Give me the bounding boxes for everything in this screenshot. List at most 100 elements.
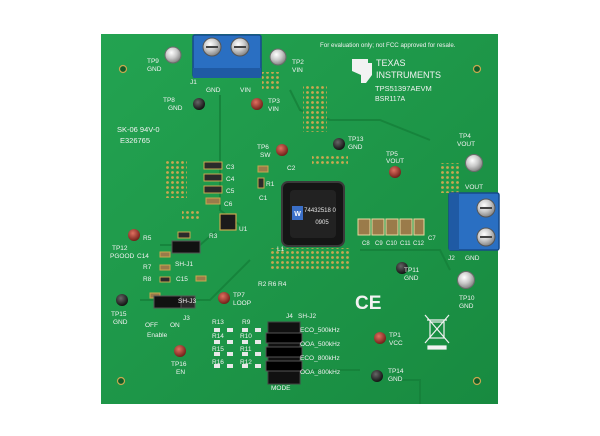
label-tp15: TP15 bbox=[111, 311, 127, 318]
label-tp3-net: VIN bbox=[268, 106, 279, 113]
label-tp11: TP11 bbox=[404, 267, 419, 274]
label-sh-j3: SH-J3 bbox=[178, 298, 196, 305]
label-mode-ooa-500: OOA_500kHz bbox=[300, 341, 340, 348]
label-tp3: TP3 bbox=[268, 98, 280, 105]
ce-mark: CE bbox=[355, 293, 381, 314]
passives-left bbox=[149, 161, 269, 299]
label-tp14: TP14 bbox=[388, 368, 404, 375]
tp13-post bbox=[333, 138, 345, 150]
label-tp1-net: VCC bbox=[389, 340, 403, 347]
tp14-post bbox=[371, 370, 383, 382]
label-r10: R10 bbox=[240, 333, 252, 340]
label-j2: J2 bbox=[448, 255, 455, 262]
label-tp16-net: EN bbox=[176, 369, 185, 376]
label-sh-j1: SH-J1 bbox=[175, 261, 193, 268]
label-vout-terminal: VOUT bbox=[465, 184, 483, 191]
label-tp13-net: GND bbox=[348, 144, 363, 151]
label-tp6: TP6 bbox=[257, 144, 269, 151]
label-r7: R7 bbox=[143, 264, 152, 271]
label-tp16: TP16 bbox=[171, 361, 187, 368]
sh-j1-jumper bbox=[171, 240, 201, 254]
label-c10: C10 bbox=[386, 241, 398, 247]
label-r16: R16 bbox=[212, 359, 224, 366]
u1-ic bbox=[219, 213, 237, 231]
tp12-post bbox=[128, 229, 140, 241]
tp9-post bbox=[164, 46, 182, 64]
label-tp7-net: LOOP bbox=[233, 300, 251, 307]
tp1-post bbox=[374, 332, 386, 344]
label-mode-ooa-800: OOA_800kHz bbox=[300, 369, 340, 376]
label-j1-gnd: GND bbox=[206, 87, 221, 94]
label-j2-net: GND bbox=[465, 255, 480, 262]
test-points bbox=[116, 46, 483, 382]
label-r5: R5 bbox=[143, 235, 152, 242]
label-tp4: TP4 bbox=[459, 133, 471, 140]
tp7-post bbox=[218, 292, 230, 304]
tp3-post bbox=[251, 98, 263, 110]
label-r4: R4 bbox=[278, 281, 287, 288]
label-c15: C15 bbox=[176, 276, 188, 283]
tp8-post bbox=[193, 98, 205, 110]
j4-header bbox=[265, 321, 303, 385]
label-j1: J1 bbox=[190, 79, 197, 86]
label-sh-j2: SH-J2 bbox=[298, 313, 316, 320]
label-c4: C4 bbox=[226, 176, 235, 183]
label-c14: C14 bbox=[137, 253, 149, 260]
label-j4: J4 bbox=[286, 313, 293, 320]
label-j3: J3 bbox=[183, 315, 190, 322]
label-tp12-net: PGOOD bbox=[110, 253, 135, 260]
label-tp5: TP5 bbox=[386, 151, 398, 158]
label-c3: C3 bbox=[226, 164, 235, 171]
label-tp2: TP2 bbox=[292, 59, 304, 66]
label-tp15-net: GND bbox=[113, 319, 128, 326]
j1-terminal-block bbox=[192, 34, 262, 78]
label-tp14-net: GND bbox=[388, 376, 403, 383]
label-r3: R3 bbox=[209, 233, 218, 240]
tp16-post bbox=[174, 345, 186, 357]
label-mode-eco-800: ECO_800kHz bbox=[300, 355, 340, 362]
l1-inductor: W bbox=[281, 181, 345, 247]
label-tp4-net: VOUT bbox=[457, 141, 475, 148]
ti-logo-icon bbox=[352, 59, 372, 83]
label-mode: MODE bbox=[271, 385, 291, 392]
tp4-post bbox=[465, 154, 483, 172]
j2-terminal-block bbox=[448, 192, 500, 251]
label-tp8-net: GND bbox=[168, 105, 183, 112]
label-tp12: TP12 bbox=[112, 245, 128, 252]
tp5-post bbox=[389, 166, 401, 178]
sh-j3-jumper bbox=[153, 295, 196, 309]
label-r12: R12 bbox=[240, 359, 252, 366]
label-off: OFF bbox=[145, 322, 158, 329]
label-tp5-net: VOUT bbox=[386, 158, 404, 165]
label-r6: R6 bbox=[268, 281, 277, 288]
tp10-post bbox=[457, 271, 475, 289]
ul-mark: SK-06 94V-0 bbox=[117, 125, 160, 134]
label-tp8: TP8 bbox=[163, 97, 175, 104]
label-tp9-net: GND bbox=[147, 66, 162, 73]
label-on: ON bbox=[170, 322, 180, 329]
label-r15: R15 bbox=[212, 346, 224, 353]
label-c11: C11 bbox=[400, 241, 411, 247]
label-tp2-net: VIN bbox=[292, 67, 303, 74]
resistor-pads bbox=[214, 328, 261, 368]
weee-bin-icon bbox=[424, 314, 450, 350]
tp6-post bbox=[276, 144, 288, 156]
tp15-post bbox=[116, 294, 128, 306]
disclaimer-text: For evaluation only; not FCC approved fo… bbox=[320, 42, 456, 49]
part-number: TPS51397AEVM bbox=[375, 84, 432, 93]
tp2-post bbox=[269, 48, 287, 66]
label-tp11-net: GND bbox=[404, 275, 419, 282]
mounting-holes bbox=[116, 64, 482, 386]
output-capacitors bbox=[357, 218, 425, 236]
brand-instruments: INSTRUMENTS bbox=[376, 70, 441, 80]
label-l1: L1 bbox=[277, 246, 285, 253]
label-c9: C9 bbox=[375, 241, 383, 247]
label-r14: R14 bbox=[212, 333, 224, 340]
label-c1: C1 bbox=[259, 195, 268, 202]
label-tp1: TP1 bbox=[389, 332, 401, 339]
label-mode-eco-500: ECO_500kHz bbox=[300, 327, 340, 334]
file-number: E326765 bbox=[120, 136, 150, 145]
label-tp6-net: SW bbox=[260, 152, 271, 159]
label-tp7: TP7 bbox=[233, 292, 245, 299]
label-tp13: TP13 bbox=[348, 136, 364, 143]
